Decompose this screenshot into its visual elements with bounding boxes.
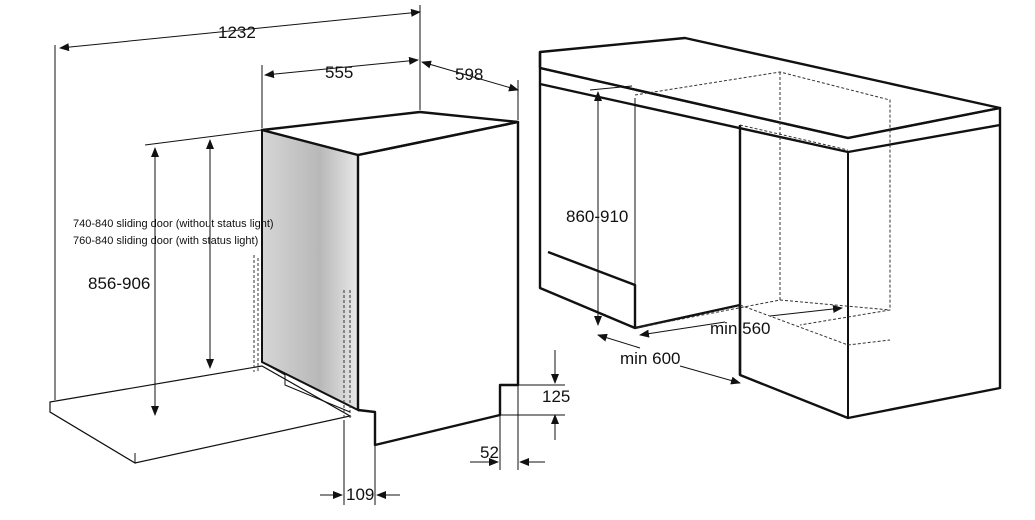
niche-drawing: 860-910 min 560 min 600 <box>538 36 1002 420</box>
dim-min-560: min 560 <box>710 319 770 338</box>
dim-125: 125 <box>542 387 570 406</box>
side-face <box>357 120 520 447</box>
dim-860-910: 860-910 <box>566 207 628 226</box>
dishwasher-drawing: 1232 555 598 856-906 125 52 109 740-840 … <box>49 5 570 505</box>
dim-min-600: min 600 <box>620 349 680 368</box>
dim-598: 598 <box>455 65 483 84</box>
note-without-status-light: 740-840 sliding door (without status lig… <box>73 218 274 230</box>
dim-1232: 1232 <box>218 23 256 42</box>
note-with-status-light: 760-840 sliding door (with status light) <box>73 235 258 247</box>
dim-856-906: 856-906 <box>88 274 150 293</box>
dim-555: 555 <box>325 63 353 82</box>
dim-52: 52 <box>480 443 499 462</box>
dim-109: 109 <box>346 485 374 504</box>
